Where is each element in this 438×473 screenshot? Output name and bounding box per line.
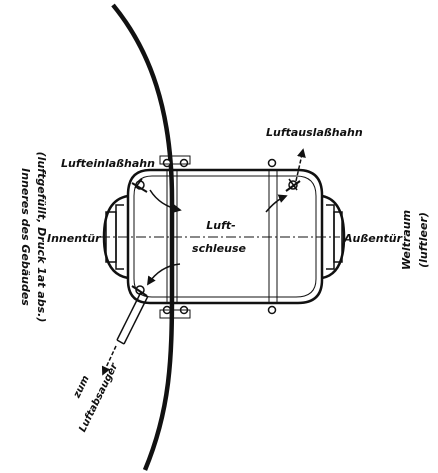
- suction-exhaust-arrow: [101, 345, 117, 376]
- inner-door: [102, 194, 129, 280]
- outlet-valve-label: Luftauslaßhahn: [266, 126, 363, 139]
- space-sublabel: (luftleer): [417, 212, 430, 268]
- outlet-valve: [285, 178, 301, 192]
- outer-door-label: Außentür: [343, 232, 403, 245]
- inlet-valve-label: Lufteinlaßhahn: [61, 157, 155, 170]
- outlet-flow-arrow: [265, 194, 288, 213]
- outer-door: [321, 194, 346, 280]
- building-wall: [111, 3, 175, 471]
- inner-building-sublabel: (luftgefüllt, Druck 1at abs.): [35, 152, 48, 323]
- outlet-exhaust-arrow: [295, 148, 306, 182]
- inlet-flow-arrow: [149, 189, 182, 213]
- inner-door-label: Innentür: [47, 232, 101, 245]
- suction-pipe: [116, 291, 149, 345]
- inner-building-label: Inneres des Gebäudes: [19, 168, 32, 306]
- to-suction-label-line1: zum: [71, 374, 92, 401]
- inlet-valve: [131, 178, 148, 193]
- suction-flow-arrow: [147, 263, 181, 286]
- airlock-label-line2: schleuse: [192, 242, 247, 255]
- to-suction-label-line2: Luftabsauger: [77, 361, 120, 434]
- airlock-label-line1: Luft-: [206, 219, 235, 232]
- space-label: Weltraum: [400, 210, 413, 270]
